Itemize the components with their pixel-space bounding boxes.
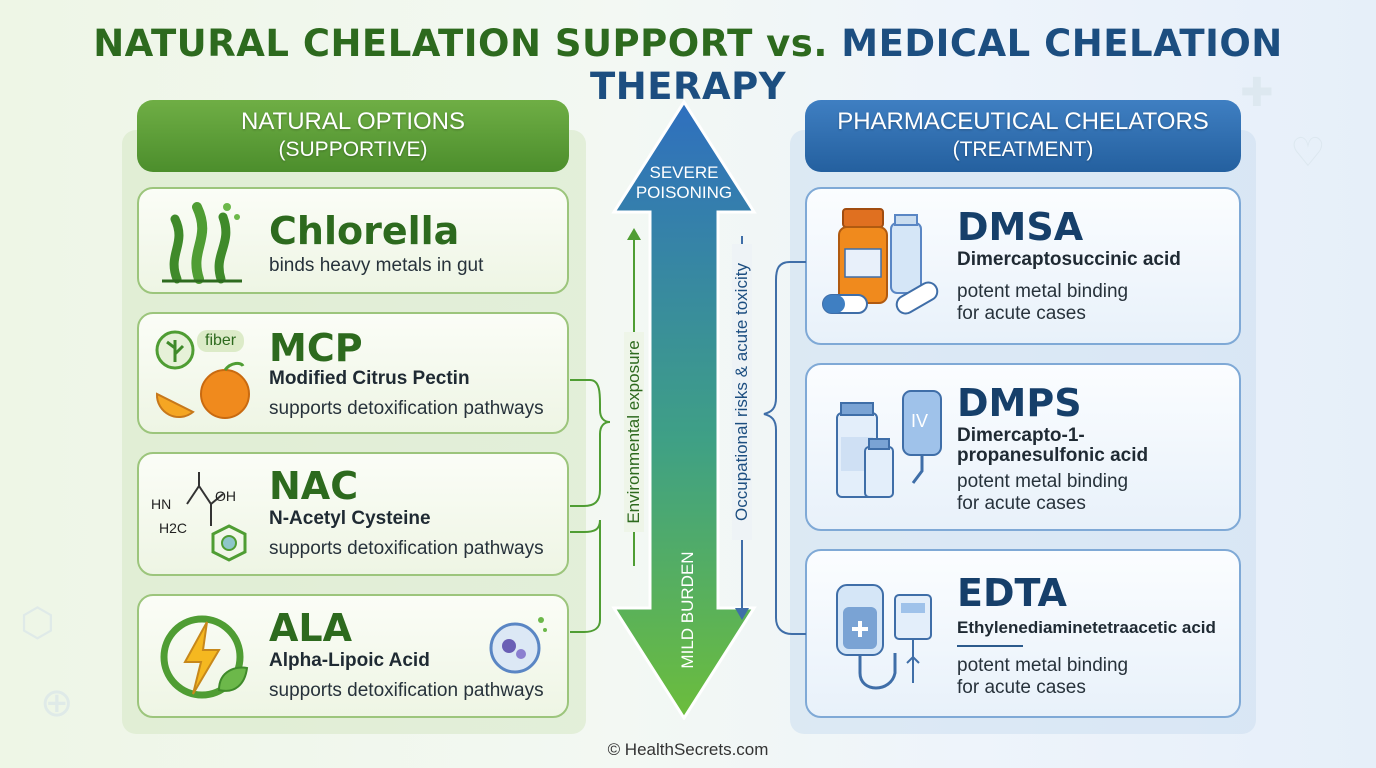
pill-bottle-icon — [822, 208, 939, 315]
seaweed-icon — [162, 202, 242, 284]
item-desc: for acute cases — [957, 677, 1086, 698]
item-full-name: Ethylenediaminetetraacetic acid — [957, 618, 1216, 637]
molecule-icon — [186, 472, 247, 562]
item-desc: for acute cases — [957, 303, 1086, 324]
occupational-risk-label: Occupational risks & acute toxicity — [732, 244, 752, 540]
mild-burden-label: MILD BURDEN — [678, 551, 697, 669]
item-name: Chlorella — [269, 209, 460, 253]
pharma-heading: PHARMACEUTICAL CHELATORS (TREATMENT) — [805, 100, 1241, 172]
footer-credit: © HealthSecrets.com — [607, 740, 769, 759]
natural-heading: NATURAL OPTIONS (SUPPORTIVE) — [137, 100, 569, 172]
energy-leaf-icon — [160, 615, 249, 699]
environmental-exposure-label: Environmental exposure — [624, 332, 644, 532]
severity-arrow — [611, 100, 757, 720]
card-nac: HN OH H2C NAC N-Acetyl Cysteine supports… — [137, 452, 569, 576]
card-dmps: IV DMPS Dimercapto-1- propanesulfonic ac… — [805, 363, 1241, 531]
item-full-name: Modified Citrus Pectin — [269, 368, 470, 389]
item-name: EDTA — [957, 571, 1067, 615]
item-name: DMSA — [957, 205, 1084, 249]
citrus-fiber-icon — [155, 330, 250, 419]
item-name: NAC — [269, 464, 359, 508]
item-name: ALA — [269, 606, 353, 650]
chem-label-hn: HN — [151, 496, 172, 512]
item-full-name: Alpha-Lipoic Acid — [269, 650, 430, 671]
page-title: NATURAL CHELATION SUPPORT vs. MEDICAL CH… — [93, 22, 1283, 108]
item-name: DMPS — [957, 381, 1082, 425]
right-bracket — [763, 261, 806, 635]
cell-icon — [489, 617, 547, 674]
item-name: MCP — [269, 326, 363, 370]
item-desc: potent metal binding — [957, 655, 1129, 676]
item-desc: for acute cases — [957, 493, 1086, 514]
item-full-name: N-Acetyl Cysteine — [269, 508, 431, 529]
heartbeat-icon: ♡ — [1290, 131, 1326, 175]
medical-cross-icon: ✚ — [1240, 71, 1274, 115]
hexagon-icon: ⬡ — [20, 601, 55, 645]
item-full-name: Dimercapto-1- — [957, 425, 1085, 446]
right-arrowhead-icon — [735, 608, 749, 620]
card-ala: ALA Alpha-Lipoic Acid supports detoxific… — [137, 594, 569, 718]
left-bracket — [570, 379, 611, 633]
item-desc: supports detoxification pathways — [269, 538, 544, 559]
chem-label-h2c: H2C — [159, 520, 188, 536]
item-full-name: Dimercaptosuccinic acid — [957, 249, 1181, 270]
item-full-name: propanesulfonic acid — [957, 445, 1149, 466]
card-mcp: fiber MCP Modified Citrus Pectin support… — [137, 312, 569, 434]
plus-circle-icon: ⊕ — [40, 681, 74, 725]
item-desc: potent metal binding — [957, 281, 1129, 302]
card-edta: EDTA Ethylenediaminetetraacetic acid pot… — [805, 549, 1241, 718]
chem-label-oh: OH — [215, 488, 236, 504]
item-desc: binds heavy metals in gut — [269, 255, 484, 276]
iv-drip-icon — [836, 584, 932, 690]
card-dmsa: DMSA Dimercaptosuccinic acid potent meta… — [805, 187, 1241, 345]
iv-label: IV — [911, 411, 929, 431]
divider — [957, 645, 1023, 647]
item-desc: supports detoxification pathways — [269, 398, 544, 419]
item-desc: supports detoxification pathways — [269, 680, 544, 701]
left-arrowhead-icon — [627, 228, 641, 240]
fiber-badge: fiber — [197, 330, 245, 352]
iv-vial-icon — [836, 390, 942, 498]
item-desc: potent metal binding — [957, 471, 1129, 492]
card-chlorella: Chlorella binds heavy metals in gut — [137, 187, 569, 294]
